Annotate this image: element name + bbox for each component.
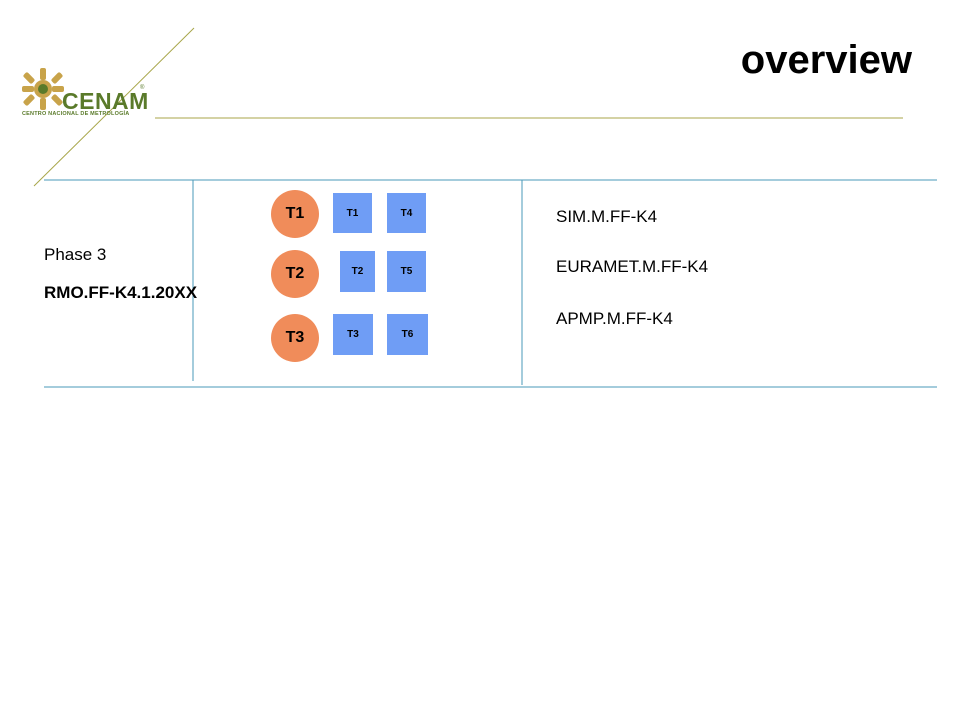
diagonal-line <box>33 27 195 187</box>
comparison-label: EURAMET.M.FF-K4 <box>556 257 709 276</box>
square-node: T3 <box>333 314 373 355</box>
cenam-logo <box>20 66 160 126</box>
comparison-label: SIM.M.FF-K4 <box>556 207 658 226</box>
circle-node: T3 <box>271 314 319 362</box>
circle-node: T2 <box>271 250 319 298</box>
square-node: T5 <box>387 251 426 292</box>
rmo-label: RMO.FF-K4.1.20XX <box>44 283 198 302</box>
circle-node: T1 <box>271 190 319 238</box>
phase-label: Phase 3 <box>44 245 107 264</box>
logo-registered-mark: ® <box>140 85 145 91</box>
square-node: T2 <box>340 251 375 292</box>
logo-wordmark: CENAM <box>62 88 149 114</box>
logo-subtitle: CENTRO NACIONAL DE METROLOGÍA <box>22 111 130 117</box>
square-node: T1 <box>333 193 372 233</box>
logo-emblem-icon <box>22 68 64 110</box>
comparison-label: APMP.M.FF-K4 <box>556 309 673 328</box>
square-node: T6 <box>387 314 428 355</box>
page-title: overview <box>740 38 912 82</box>
square-node: T4 <box>387 193 426 233</box>
